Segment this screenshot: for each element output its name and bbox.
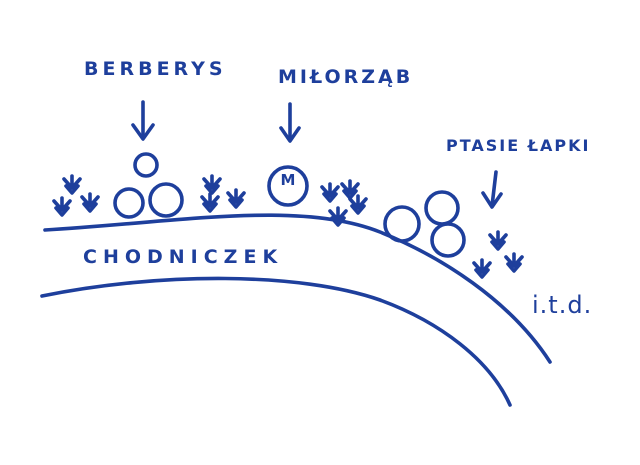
label-milorzab: MIŁORZĄB [278, 66, 414, 88]
shrub-circle [113, 187, 145, 219]
bird-foot-plant [348, 194, 368, 215]
ptasie-lapki-plants [52, 174, 524, 279]
bird-foot-plant [320, 182, 340, 203]
arrow-ptasie-lapki [481, 170, 503, 209]
path-lower-edge [40, 276, 512, 407]
shrub-circle [430, 222, 466, 258]
bird-foot-plant [472, 258, 492, 279]
bird-foot-plant [52, 196, 72, 217]
label-ptasie-lapki: PTASIE ŁAPKI [446, 136, 591, 155]
label-chodniczek: CHODNICZEK [83, 246, 284, 268]
tree-mark-m: M [280, 171, 296, 189]
shrub-circle [133, 152, 159, 178]
arrow-berberys [131, 100, 155, 141]
shrub-circle [424, 190, 460, 226]
shrub-circle [383, 205, 421, 243]
path-upper-edge [43, 213, 552, 364]
bird-foot-plant [504, 252, 524, 273]
bird-foot-plant [488, 230, 508, 251]
milorzab-tree-circle [267, 165, 309, 207]
bird-foot-plant [340, 179, 360, 200]
berberys-shrubs [113, 152, 184, 219]
bird-foot-plant [226, 188, 246, 209]
bird-foot-plant [80, 192, 100, 213]
label-itd: i.t.d. [532, 291, 593, 319]
bird-foot-plant [202, 174, 222, 195]
arrow-milorzab [279, 102, 301, 143]
shrubs-right [383, 190, 466, 258]
shrub-circle [148, 182, 184, 218]
bird-foot-plant [62, 174, 82, 195]
label-berberys: BERBERYS [84, 58, 227, 80]
bird-foot-plant [200, 192, 220, 213]
bird-foot-plant [328, 206, 348, 227]
